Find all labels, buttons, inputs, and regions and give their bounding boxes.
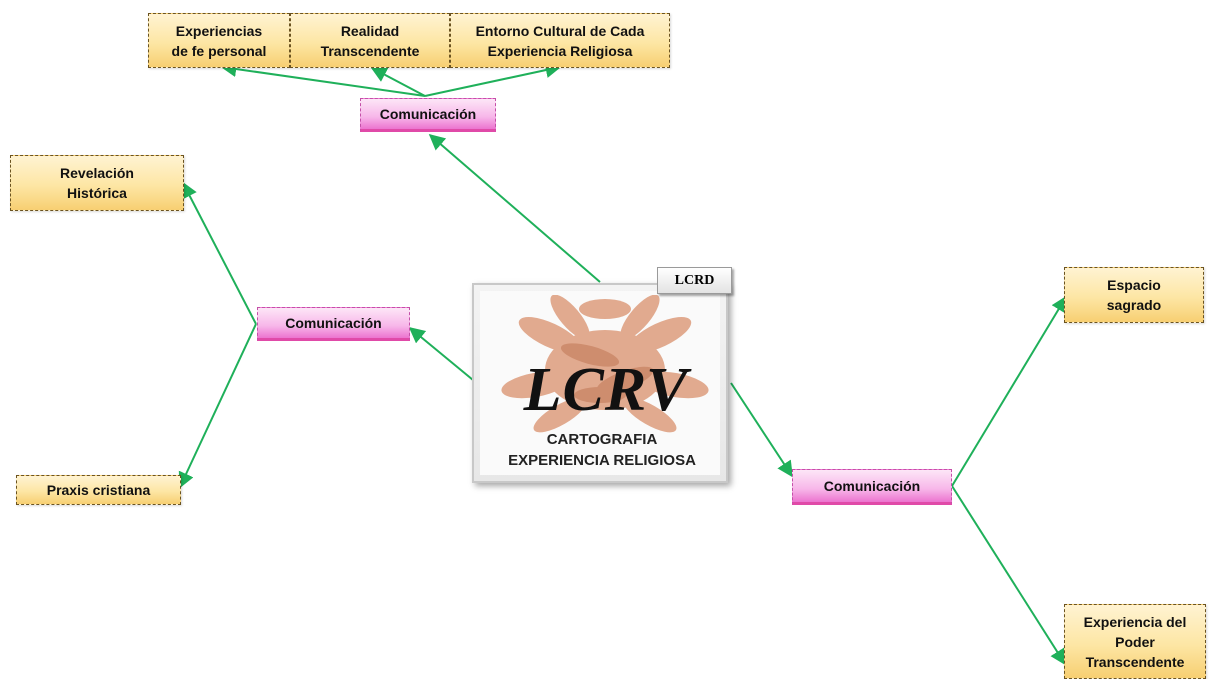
node-experiencia-del-poder-transcendente: Experiencia del Poder Transcendente	[1064, 604, 1206, 679]
node-experiencias-de-fe-personal: Experiencias de fe personal	[148, 13, 290, 68]
edge-right-hub-to-right-2	[951, 485, 1066, 666]
edge-center-to-top-hub	[428, 133, 601, 283]
hub-comunicacion-right: Comunicación	[792, 469, 952, 505]
edge-top-hub-to-top-1	[220, 61, 426, 97]
center-logo-card: LCRV CARTOGRAFIA EXPERIENCIA RELIGIOSA	[472, 283, 728, 483]
hub-comunicacion-left: Comunicación	[257, 307, 410, 341]
edge-left-hub-to-left-2	[178, 323, 257, 489]
center-caption: CARTOGRAFIA EXPERIENCIA RELIGIOSA	[508, 431, 696, 469]
node-revelacion-historica: Revelación Histórica	[10, 155, 184, 211]
hands-circle-image	[501, 295, 709, 433]
edge-center-to-left-hub	[408, 326, 474, 381]
node-espacio-sagrado: Espacio sagrado	[1064, 267, 1204, 323]
edge-center-to-right-hub	[730, 382, 793, 478]
hub-comunicacion-top: Comunicación	[360, 98, 496, 132]
edge-left-hub-to-left-1	[182, 181, 257, 325]
lcrd-tag: LCRD	[657, 267, 732, 294]
node-entorno-cultural: Entorno Cultural de Cada Experiencia Rel…	[450, 13, 670, 68]
logo-lcrv: LCRV	[523, 356, 689, 424]
node-realidad-transcendente: Realidad Transcendente	[290, 13, 450, 68]
edge-top-hub-to-top-2	[370, 67, 426, 97]
node-praxis-cristiana: Praxis cristiana	[16, 475, 181, 505]
edge-right-hub-to-right-1	[951, 295, 1067, 487]
edge-top-hub-to-top-3	[424, 62, 562, 97]
